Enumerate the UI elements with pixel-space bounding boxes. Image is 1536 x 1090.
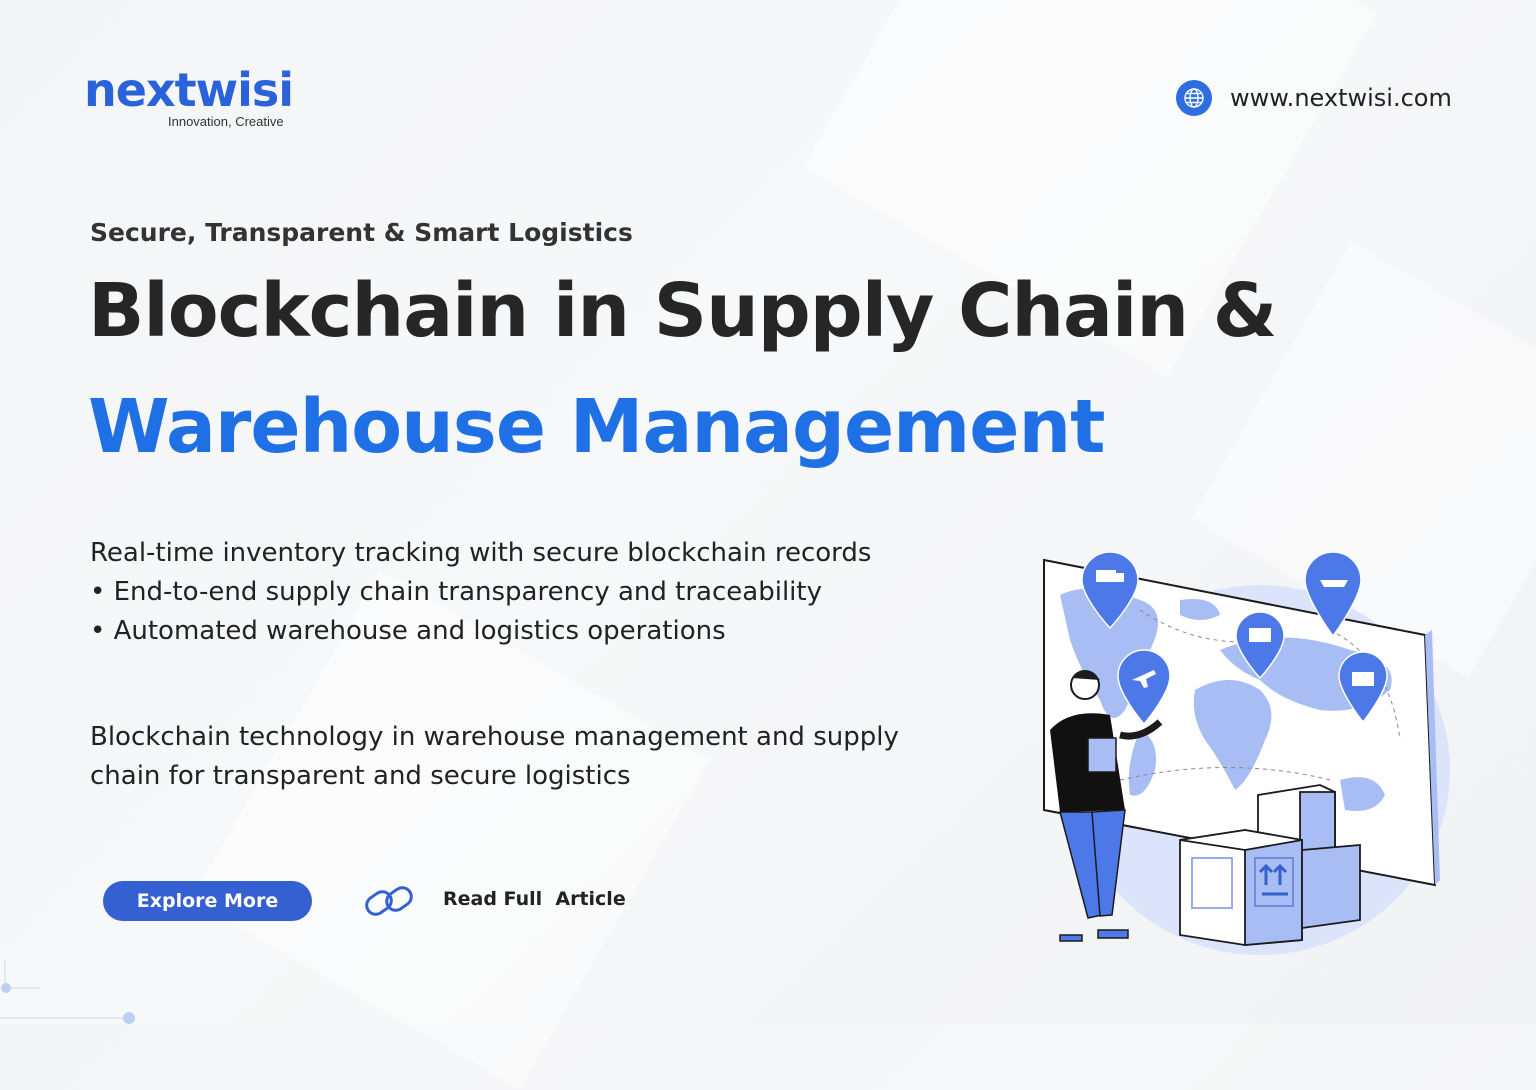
website-url: www.nextwisi.com	[1230, 84, 1452, 112]
globe-icon	[1176, 80, 1212, 116]
description-line: Blockchain technology in warehouse manag…	[90, 722, 899, 752]
boxes	[1179, 784, 1361, 946]
feature-item: • Automated warehouse and logistics oper…	[90, 616, 726, 646]
website-link[interactable]: www.nextwisi.com	[1176, 80, 1452, 116]
logo-wordmark: nextwisi	[84, 63, 294, 117]
factory-icon	[1338, 651, 1388, 724]
headline-line-1: Blockchain in Supply Chain &	[88, 268, 1277, 354]
description: Blockchain technology in warehouse manag…	[90, 718, 950, 796]
ship-icon	[1304, 551, 1362, 638]
person-figure	[1050, 670, 1163, 942]
logo-tagline: Innovation, Creative	[168, 114, 284, 129]
brand-logo[interactable]: nextwisi Innovation, Creative	[84, 63, 294, 129]
headline-line-2: Warehouse Management	[88, 384, 1106, 470]
explore-more-button[interactable]: Explore More	[103, 881, 312, 921]
decorative-network-lines	[0, 960, 135, 1024]
read-full-article-link[interactable]: Read Full Article	[443, 888, 626, 910]
feature-list: Real-time inventory tracking with secure…	[90, 534, 871, 651]
description-line: chain for transparent and secure logisti…	[90, 761, 631, 791]
feature-item: • End-to-end supply chain transparency a…	[90, 577, 822, 607]
store-icon	[1235, 611, 1285, 680]
feature-item: Real-time inventory tracking with secure…	[90, 538, 872, 568]
logistics-illustration	[1030, 540, 1450, 965]
eyebrow-text: Secure, Transparent & Smart Logistics	[90, 218, 633, 247]
chain-link-icon[interactable]	[362, 880, 418, 929]
